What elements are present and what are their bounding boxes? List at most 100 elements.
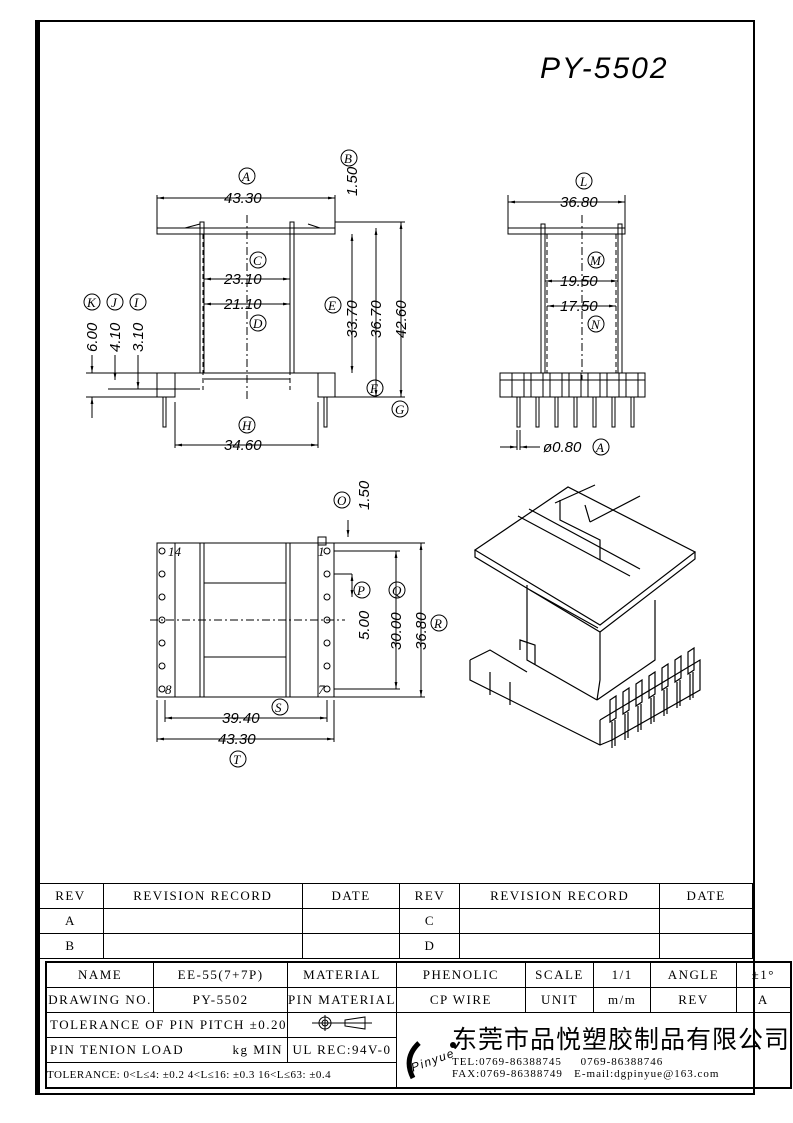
dim-f: 36.70 bbox=[368, 300, 385, 338]
svg-text:Pinyue: Pinyue bbox=[409, 1046, 457, 1075]
pin-hole bbox=[158, 685, 166, 693]
company-name: 东莞市品悦塑胶制品有限公司 bbox=[451, 1025, 790, 1054]
pin-8-label: 8 bbox=[165, 682, 172, 697]
scale-value: 1/1 bbox=[593, 961, 652, 988]
pin-material-label: PIN MATERIAL bbox=[287, 987, 397, 1013]
header-revision-record: REVISION RECORD bbox=[459, 883, 661, 909]
record-cell bbox=[459, 908, 661, 934]
iso-pin bbox=[687, 646, 695, 700]
rev-cell: D bbox=[399, 933, 461, 959]
iso-pin bbox=[674, 654, 682, 708]
dim-r: 36.80 bbox=[413, 612, 430, 650]
side-view: L 36.80 M 19.50 17.50 N ø0.80 A bbox=[499, 172, 646, 456]
unit-label: UNIT bbox=[524, 987, 595, 1013]
name-label: NAME bbox=[45, 961, 155, 988]
record-cell bbox=[102, 908, 303, 934]
header-revision-record: REVISION RECORD bbox=[102, 883, 303, 909]
date-cell bbox=[659, 933, 753, 959]
dim-j: 4.10 bbox=[107, 322, 124, 352]
drawing-no-value: PY-5502 bbox=[153, 987, 289, 1013]
rev-cell: C bbox=[399, 908, 461, 934]
table-row: A C bbox=[37, 908, 753, 934]
pin-hole bbox=[323, 685, 331, 693]
dim-l: 36.80 bbox=[560, 194, 598, 211]
pin-tension-unit: kg MIN bbox=[232, 1042, 284, 1057]
company-block: Pinyue 东莞市品悦塑胶制品有限公司 TEL:0769-86388745 0… bbox=[395, 1012, 792, 1089]
dim-s: 39.40 bbox=[222, 710, 260, 727]
pin-hole bbox=[158, 593, 166, 601]
pin-7-label: 7 bbox=[318, 682, 325, 697]
angle-value: ±1° bbox=[735, 961, 792, 988]
label-j: J bbox=[111, 295, 118, 310]
pin-hole bbox=[323, 616, 331, 624]
pinyue-logo: Pinyue bbox=[406, 1041, 457, 1080]
dim-g: 42.60 bbox=[393, 300, 410, 338]
dim-pin-diameter: ø0.80 bbox=[543, 439, 582, 456]
label-pin-a: A bbox=[595, 440, 604, 455]
dim-n: 17.50 bbox=[560, 298, 598, 315]
label-r: R bbox=[433, 616, 442, 631]
drawing-frame bbox=[35, 20, 755, 1095]
label-k: K bbox=[86, 295, 97, 310]
revision-table: REV REVISION RECORD DATE REV REVISION RE… bbox=[37, 883, 753, 959]
label-b: B bbox=[344, 151, 352, 166]
pin-hole bbox=[158, 662, 166, 670]
drawing-title: PY-5502 bbox=[540, 52, 669, 85]
rev-value: A bbox=[735, 987, 792, 1013]
dim-c: 23.10 bbox=[223, 271, 262, 288]
name-value: EE-55(7+7P) bbox=[153, 961, 289, 988]
technical-drawing: PY-5502 A 43.30 B 1.50 C 23.10 21.10 bbox=[83, 52, 701, 768]
dim-e: 33.70 bbox=[344, 300, 361, 338]
table-row: B D bbox=[37, 933, 753, 959]
date-cell bbox=[659, 908, 753, 934]
label-t: T bbox=[233, 752, 241, 767]
label-n: N bbox=[590, 317, 601, 332]
label-d: D bbox=[252, 316, 263, 331]
rev-label: REV bbox=[650, 987, 737, 1013]
dim-t: 43.30 bbox=[218, 731, 256, 748]
pin-pitch-tolerance: TOLERANCE OF PIN PITCH ±0.20 bbox=[45, 1012, 289, 1038]
label-p: P bbox=[356, 583, 365, 598]
pin-hole bbox=[323, 570, 331, 578]
label-s: S bbox=[275, 700, 282, 715]
ul-rec: UL REC:94V-0 bbox=[287, 1037, 397, 1063]
dim-q: 30.00 bbox=[388, 612, 405, 650]
company-email: E-mail:dgpinyue@163.com bbox=[574, 1068, 720, 1080]
label-c: C bbox=[253, 253, 262, 268]
dim-b: 1.50 bbox=[344, 166, 361, 196]
pin-hole bbox=[158, 616, 166, 624]
dim-m: 19.50 bbox=[560, 273, 598, 290]
pin-hole bbox=[158, 639, 166, 647]
pin-hole bbox=[323, 547, 331, 555]
label-l: L bbox=[579, 174, 587, 189]
dim-d: 21.10 bbox=[223, 296, 262, 313]
pin-hole bbox=[158, 547, 166, 555]
dim-o: 1.50 bbox=[356, 480, 373, 510]
record-cell bbox=[102, 933, 303, 959]
front-view: A 43.30 B 1.50 C 23.10 21.10 D E 33.70 3… bbox=[83, 149, 410, 454]
pin-hole bbox=[158, 570, 166, 578]
pin-hole bbox=[323, 639, 331, 647]
iso-pin bbox=[622, 686, 630, 740]
record-cell bbox=[459, 933, 661, 959]
label-e: E bbox=[327, 298, 336, 313]
drawing-no-label: DRAWING NO. bbox=[45, 987, 155, 1013]
pin-tension-label: PIN TENION LOAD bbox=[50, 1042, 185, 1057]
date-cell bbox=[301, 933, 401, 959]
pin-1-label: 1 bbox=[318, 544, 325, 559]
pin-hole bbox=[323, 662, 331, 670]
header-rev: REV bbox=[37, 883, 104, 909]
general-tolerance: TOLERANCE: 0<L≤4: ±0.2 4<L≤16: ±0.3 16<L… bbox=[45, 1062, 397, 1089]
material-value: PHENOLIC bbox=[395, 961, 526, 988]
scale-label: SCALE bbox=[524, 961, 595, 988]
pin-material-value: CP WIRE bbox=[395, 987, 526, 1013]
rev-cell: A bbox=[37, 908, 104, 934]
header-date: DATE bbox=[301, 883, 401, 909]
title-block: NAME EE-55(7+7P) MATERIAL PHENOLIC SCALE… bbox=[45, 961, 792, 1089]
pin-tension-row: PIN TENION LOAD kg MIN bbox=[45, 1037, 289, 1063]
rev-cell: B bbox=[37, 933, 104, 959]
label-f: F bbox=[369, 381, 379, 396]
label-h: H bbox=[241, 418, 252, 433]
dim-h: 34.60 bbox=[224, 437, 262, 454]
company-tel: TEL:0769-86388745 bbox=[451, 1056, 562, 1068]
